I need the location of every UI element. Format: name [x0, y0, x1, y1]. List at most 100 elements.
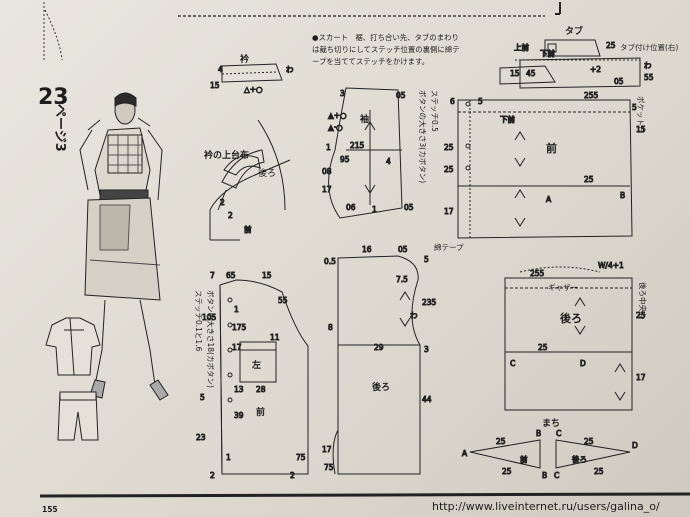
svg-text:A: A — [462, 449, 468, 458]
svg-text:25: 25 — [594, 467, 604, 476]
collar-stand: 2 — [217, 149, 265, 211]
svg-text:75: 75 — [296, 453, 306, 462]
svg-text:B: B — [536, 429, 541, 438]
svg-text:25: 25 — [496, 437, 506, 446]
gusset-pieces: A 25 B C 25 D 25 B C 25 前 後ろ — [462, 429, 639, 481]
svg-text:+2: +2 — [590, 65, 601, 74]
svg-text:44: 44 — [422, 395, 432, 404]
svg-text:25: 25 — [444, 143, 454, 152]
skirt-stitch-note: ステッチ0.5 — [430, 90, 439, 132]
svg-text:B: B — [542, 471, 547, 480]
source-url[interactable]: http://www.liveinternet.ru/users/galina_… — [432, 500, 660, 513]
svg-text:4: 4 — [218, 65, 223, 74]
svg-text:0.5: 0.5 — [324, 257, 336, 266]
svg-text:2: 2 — [210, 471, 215, 480]
svg-text:5: 5 — [478, 97, 483, 106]
svg-text:08: 08 — [322, 167, 332, 176]
svg-text:25: 25 — [538, 343, 548, 352]
svg-text:15: 15 — [210, 81, 220, 90]
svg-text:C: C — [556, 429, 561, 438]
svg-text:5: 5 — [424, 255, 429, 264]
svg-text:6: 6 — [450, 97, 455, 106]
svg-text:前: 前 — [244, 224, 252, 234]
svg-text:前: 前 — [520, 454, 528, 464]
svg-text:3: 3 — [340, 89, 345, 98]
back-center-label: 後ろ中央わ — [638, 282, 648, 320]
svg-text:7: 7 — [210, 271, 215, 280]
svg-text:11: 11 — [270, 333, 280, 342]
skirt-front-panel: 6 5 255 5 15 25 25 17 25 A B 下前 — [444, 91, 646, 239]
svg-text:8: 8 — [328, 323, 333, 332]
svg-text:15: 15 — [262, 271, 272, 280]
svg-text:105: 105 — [202, 313, 217, 322]
svg-text:D: D — [580, 359, 586, 368]
svg-text:▲+○: ▲+○ — [328, 111, 347, 120]
bodice-front-label: 前 — [256, 406, 265, 418]
svg-text:1: 1 — [326, 143, 331, 152]
svg-text:下前: 下前 — [540, 48, 555, 58]
svg-text:05: 05 — [398, 245, 408, 254]
svg-text:17: 17 — [322, 445, 332, 454]
bodice-back-label: 後ろ — [372, 381, 390, 393]
svg-text:255: 255 — [584, 91, 599, 100]
svg-text:17: 17 — [636, 373, 646, 382]
bodice-front: 7 65 15 55 105 1 175 17 11 28 13 39 23 1… — [196, 271, 309, 481]
svg-text:75: 75 — [324, 463, 334, 472]
svg-text:は裁ち切りにしてステッチ位置の裏側に綿テ: は裁ち切りにしてステッチ位置の裏側に綿テ — [312, 45, 460, 54]
gusset-label: まち — [542, 418, 560, 429]
svg-text:△+○: △+○ — [244, 85, 263, 94]
svg-text:A: A — [546, 195, 552, 204]
sleeve-label: 袖 — [359, 113, 369, 125]
svg-text:215: 215 — [350, 141, 365, 150]
svg-text:13: 13 — [234, 385, 244, 394]
svg-text:06: 06 — [346, 203, 356, 212]
skirt-back-panel: 255 W/4+1 25 17 25 C D — [504, 261, 646, 411]
footer-rule — [39, 492, 690, 498]
svg-text:1: 1 — [226, 453, 231, 462]
svg-text:15: 15 — [636, 125, 646, 134]
sleeve-piece: 3 ▲+○ ▲·○ 1 08 17 215 95 4 05 05 06 1 — [322, 87, 414, 219]
svg-text:●スカート 裾、打ち合い先、タブのまわり: ●スカート 裾、打ち合い先、タブのまわり — [312, 33, 459, 42]
svg-text:95: 95 — [340, 155, 350, 164]
svg-text:55: 55 — [644, 73, 654, 82]
collar-label: 衿 — [240, 53, 249, 65]
gather-label: ギャザー — [548, 283, 578, 292]
svg-text:1: 1 — [234, 305, 239, 314]
svg-text:25: 25 — [502, 467, 512, 476]
svg-text:25: 25 — [584, 175, 594, 184]
garment-flats — [45, 317, 101, 441]
svg-text:1: 1 — [372, 205, 377, 214]
pocket-label: 左 — [251, 359, 261, 371]
svg-text:後ろ: 後ろ — [572, 454, 587, 464]
svg-text:235: 235 — [422, 298, 437, 307]
svg-text:25: 25 — [444, 165, 454, 174]
svg-text:17: 17 — [322, 185, 332, 194]
svg-text:わ: わ — [644, 61, 652, 70]
svg-text:05: 05 — [614, 77, 624, 86]
skirt-back-label: 後ろ — [560, 311, 582, 325]
svg-text:C: C — [554, 471, 559, 480]
svg-text:上前: 上前 — [514, 42, 529, 52]
page-number: 155 — [42, 505, 58, 514]
bodice-back: 16 05 5 0.5 7.5 235 8 29 3 44 17 75 わ — [322, 245, 437, 475]
svg-text:39: 39 — [234, 411, 244, 420]
svg-text:2: 2 — [228, 211, 233, 220]
svg-text:2: 2 — [220, 198, 225, 207]
bodice-top-draft: 2 前 — [209, 119, 291, 241]
svg-text:16: 16 — [362, 245, 372, 254]
svg-text:23: 23 — [196, 433, 206, 442]
svg-text:25: 25 — [606, 41, 616, 50]
svg-text:▲·○: ▲·○ — [328, 123, 343, 132]
svg-text:28: 28 — [256, 385, 266, 394]
svg-text:わ: わ — [410, 311, 418, 320]
tab-label: タブ — [565, 25, 583, 37]
pocket-mark-label: ポケット口 — [636, 96, 645, 134]
svg-text:65: 65 — [226, 271, 236, 280]
svg-text:29: 29 — [374, 343, 384, 352]
svg-text:17: 17 — [444, 207, 454, 216]
issue-number: 23 — [38, 85, 69, 110]
back-label-top: 後ろ — [258, 167, 276, 179]
svg-text:5: 5 — [200, 393, 205, 402]
